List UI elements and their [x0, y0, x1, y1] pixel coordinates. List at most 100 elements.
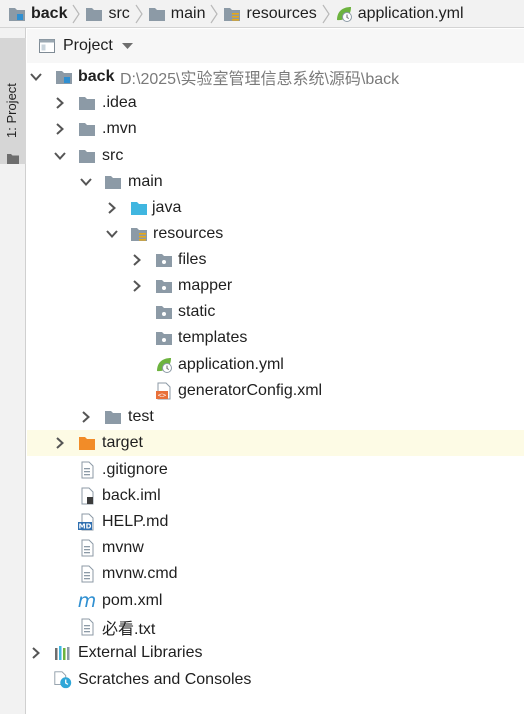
- chevron-right-icon[interactable]: [54, 123, 66, 135]
- chevron-right-icon[interactable]: [30, 647, 42, 659]
- tree-node-templates[interactable]: templates: [27, 325, 524, 351]
- chevron-right-icon[interactable]: [106, 202, 118, 214]
- maven-badge-text: m: [78, 592, 97, 610]
- chevron-down-icon[interactable]: [80, 176, 92, 188]
- iml-file-icon: [77, 486, 97, 506]
- tree-node-gitignore[interactable]: .gitignore: [27, 457, 524, 483]
- breadcrumb-label: resources: [246, 4, 317, 22]
- folder-icon: [103, 407, 123, 427]
- breadcrumb-item-application-yml[interactable]: application.yml: [335, 0, 464, 28]
- tree-node-idea[interactable]: .idea: [27, 90, 524, 116]
- tree-node-back[interactable]: back D:\2025\实验室管理信息系统\源码\back: [27, 64, 524, 90]
- tree-node-label: main: [128, 173, 163, 190]
- chevron-right-icon[interactable]: [131, 254, 143, 266]
- scratches-icon: [53, 670, 73, 690]
- breadcrumb-item-resources[interactable]: resources: [223, 0, 317, 28]
- module-folder-icon: [54, 67, 74, 87]
- package-folder-icon: [154, 276, 174, 296]
- breadcrumb-label: back: [31, 4, 68, 22]
- tree-node-readme-txt[interactable]: 必看.txt: [27, 614, 524, 640]
- text-file-icon: [77, 538, 97, 558]
- chevron-right-icon: [321, 0, 331, 28]
- breadcrumb-label: main: [170, 4, 206, 22]
- tree-node-help-md[interactable]: MD HELP.md: [27, 509, 524, 535]
- tree-node-static[interactable]: static: [27, 299, 524, 325]
- chevron-down-icon[interactable]: [106, 228, 118, 240]
- tree-node-main[interactable]: main: [27, 169, 524, 195]
- spring-leaf-icon: [336, 6, 352, 22]
- chevron-right-icon: [71, 0, 81, 28]
- tree-node-target[interactable]: target: [27, 430, 524, 456]
- maven-icon: m: [77, 591, 97, 611]
- module-folder-icon: [9, 7, 25, 21]
- folder-icon: [148, 7, 165, 21]
- folder-icon: [7, 151, 19, 169]
- library-icon: [53, 643, 73, 663]
- tree-node-application-yml[interactable]: application.yml: [27, 352, 524, 378]
- chevron-right-icon: [209, 0, 219, 28]
- tree-node-label: .mvn: [102, 120, 137, 137]
- tree-node-label: static: [178, 303, 216, 320]
- folder-icon: [77, 93, 97, 113]
- breadcrumb-item-src[interactable]: src: [85, 0, 130, 28]
- tree-node-label: mvnw.cmd: [102, 565, 178, 582]
- folder-icon: [77, 119, 97, 139]
- tree-node-label: back: [78, 68, 115, 85]
- tree-node-label: pom.xml: [102, 592, 163, 609]
- tree-node-path: D:\2025\实验室管理信息系统\源码\back: [120, 71, 400, 88]
- tree-node-files[interactable]: files: [27, 247, 524, 273]
- tree-node-label: test: [128, 408, 154, 425]
- tree-node-pom-xml[interactable]: m pom.xml: [27, 588, 524, 614]
- tree-node-label: java: [152, 199, 182, 216]
- tree-node-label: src: [102, 147, 124, 164]
- breadcrumb-item-back[interactable]: back: [8, 0, 67, 28]
- chevron-right-icon[interactable]: [80, 411, 92, 423]
- tree-node-mvnw-cmd[interactable]: mvnw.cmd: [27, 561, 524, 587]
- tree-node-label: Scratches and Consoles: [78, 671, 252, 688]
- tree-node-label: resources: [153, 225, 224, 242]
- excluded-folder-icon: [77, 433, 97, 453]
- tree-node-label: mvnw: [102, 539, 144, 556]
- tree-node-mvn[interactable]: .mvn: [27, 116, 524, 142]
- tree-node-resources[interactable]: resources: [27, 221, 524, 247]
- tree-node-mapper[interactable]: mapper: [27, 273, 524, 299]
- chevron-right-icon[interactable]: [54, 437, 66, 449]
- resources-folder-icon: [129, 224, 149, 244]
- breadcrumb-item-main[interactable]: main: [148, 0, 206, 28]
- tree-node-label: back.iml: [102, 487, 161, 504]
- tree-node-label: External Libraries: [78, 644, 203, 661]
- markdown-file-icon: MD: [77, 512, 97, 532]
- chevron-down-icon[interactable]: [121, 42, 133, 50]
- navigation-breadcrumb: back src main resources: [0, 0, 524, 28]
- tree-node-back-iml[interactable]: back.iml: [27, 483, 524, 509]
- md-badge-text: MD: [79, 523, 92, 531]
- tree-node-scratches-and-consoles[interactable]: Scratches and Consoles: [27, 667, 524, 693]
- chevron-down-icon[interactable]: [30, 71, 42, 83]
- tree-node-mvnw[interactable]: mvnw: [27, 535, 524, 561]
- tree-node-generatorconfig-xml[interactable]: <> generatorConfig.xml: [27, 378, 524, 404]
- folder-icon: [86, 7, 103, 21]
- tree-node-label: mapper: [178, 277, 233, 294]
- breadcrumb-label: src: [108, 4, 130, 22]
- text-file-icon: [77, 617, 97, 637]
- project-tool-window-tab[interactable]: 1: Project: [0, 38, 26, 164]
- tree-node-label: 必看.txt: [102, 621, 156, 638]
- project-view-header[interactable]: Project: [27, 29, 524, 63]
- chevron-down-icon[interactable]: [54, 150, 66, 162]
- tree-node-label: application.yml: [178, 356, 284, 373]
- xml-badge-text: <>: [158, 392, 166, 400]
- spring-leaf-icon: [154, 355, 174, 375]
- tree-node-test[interactable]: test: [27, 404, 524, 430]
- tree-node-label: files: [178, 251, 207, 268]
- tree-node-label: .gitignore: [102, 461, 168, 478]
- tree-node-label: target: [102, 434, 143, 451]
- tree-node-label: .idea: [102, 94, 137, 111]
- tree-node-java[interactable]: java: [27, 195, 524, 221]
- chevron-right-icon[interactable]: [131, 280, 143, 292]
- folder-icon: [77, 146, 97, 166]
- text-file-icon: [77, 460, 97, 480]
- chevron-right-icon[interactable]: [54, 97, 66, 109]
- tree-node-src[interactable]: src: [27, 143, 524, 169]
- tree-node-external-libraries[interactable]: External Libraries: [27, 640, 524, 666]
- package-folder-icon: [154, 302, 174, 322]
